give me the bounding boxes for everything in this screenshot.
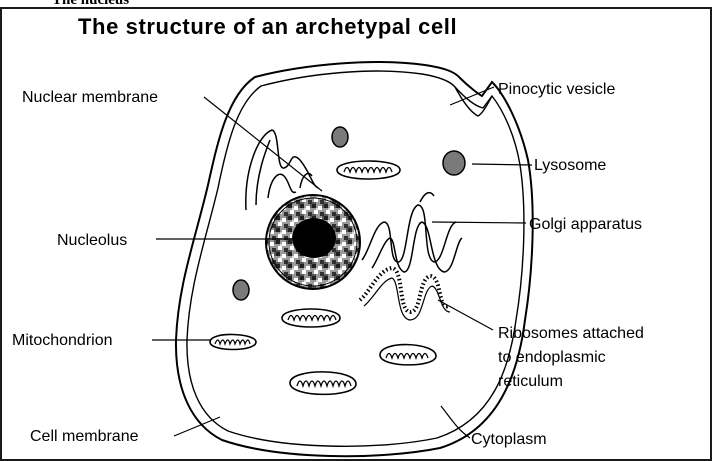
lysosome-lower-left xyxy=(233,280,249,300)
mitochondrion-bottom xyxy=(290,372,356,395)
label-cell-membrane: Cell membrane xyxy=(30,428,139,445)
mitochondrion-middle xyxy=(282,309,340,327)
label-ribosomes-line2: to endoplasmic xyxy=(498,349,606,366)
mitochondrion-top xyxy=(337,161,400,179)
mitochondrion-right xyxy=(380,345,436,365)
label-nucleolus: Nucleolus xyxy=(57,232,127,249)
lysosome-right xyxy=(443,151,465,175)
label-ribosomes-line3: reticulum xyxy=(498,373,563,390)
label-cytoplasm: Cytoplasm xyxy=(471,431,547,448)
mitochondrion-left xyxy=(210,334,256,349)
label-lysosome: Lysosome xyxy=(534,157,606,174)
lysosome-upper-left xyxy=(332,127,348,147)
nucleolus-shape xyxy=(292,218,336,258)
label-pinocytic-vesicle: Pinocytic vesicle xyxy=(498,81,615,98)
label-ribosomes-line1: Ribosomes attached xyxy=(498,325,644,342)
label-mitochondrion: Mitochondrion xyxy=(12,332,113,349)
label-golgi-apparatus: Golgi apparatus xyxy=(529,216,642,233)
label-nuclear-membrane: Nuclear membrane xyxy=(22,89,158,106)
nucleus xyxy=(266,195,360,289)
